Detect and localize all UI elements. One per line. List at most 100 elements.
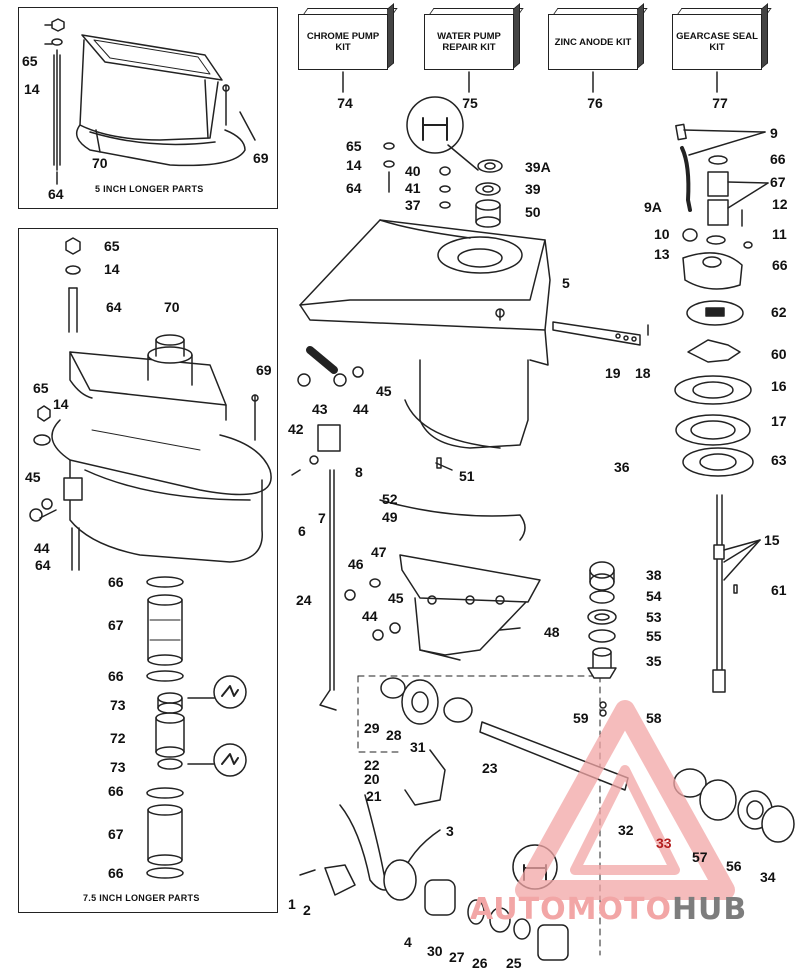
- callout-r13: 13: [654, 246, 670, 262]
- callout-r16: 16: [771, 378, 787, 394]
- callout-b69a: 69: [253, 150, 269, 166]
- callout-r11: 11: [772, 226, 787, 242]
- kit-number-76: 76: [587, 95, 603, 111]
- callout-c6: 6: [298, 523, 306, 539]
- callout-c31: 31: [410, 739, 426, 755]
- callout-c44: 44: [353, 401, 369, 417]
- callout-c45: 45: [376, 383, 392, 399]
- callout-c46: 46: [348, 556, 364, 572]
- callout-c64: 64: [346, 180, 362, 196]
- water-pump-leaders: [683, 129, 769, 581]
- inset-caption-7-5-inch: 7.5 INCH LONGER PARTS: [83, 893, 200, 903]
- water-pump-column: [674, 123, 754, 693]
- top-inset-exhaust-housing: [75, 34, 246, 167]
- callout-b44: 44: [34, 540, 50, 556]
- callout-b66c: 66: [108, 783, 124, 799]
- kit-label-chrome-pump: CHROME PUMP KIT: [298, 14, 388, 70]
- callout-b66d: 66: [108, 865, 124, 881]
- kit-box-chrome-pump: CHROME PUMP KIT: [298, 3, 398, 72]
- callout-r60: 60: [771, 346, 787, 362]
- callout-c26: 26: [472, 955, 488, 971]
- callout-c14: 14: [346, 157, 362, 173]
- callout-r55: 55: [646, 628, 662, 644]
- callout-r12: 12: [772, 196, 788, 212]
- kit-label-zinc-anode: ZINC ANODE KIT: [548, 14, 638, 70]
- callout-b70a: 70: [92, 155, 108, 171]
- callout-c36: 36: [614, 459, 630, 475]
- propeller-and-hub: [299, 794, 569, 961]
- callout-b67a: 67: [108, 617, 124, 633]
- kit-number-77: 77: [712, 95, 728, 111]
- kit-box-water-pump-repair: WATER PUMP REPAIR KIT: [424, 3, 524, 72]
- callout-c19: 19: [605, 365, 621, 381]
- callout-c20: 20: [364, 771, 380, 787]
- callout-c65: 65: [346, 138, 362, 154]
- callout-c1: 1: [288, 896, 296, 912]
- callout-r63: 63: [771, 452, 787, 468]
- kit-label-gearcase-seal: GEARCASE SEAL KIT: [672, 14, 762, 70]
- callout-c5: 5: [562, 275, 570, 291]
- callout-b65a: 65: [22, 53, 38, 69]
- callout-c39a: 39A: [525, 159, 551, 175]
- gears-and-shaft: [380, 677, 795, 843]
- callout-b65c: 65: [33, 380, 49, 396]
- callout-r66b: 66: [772, 257, 788, 273]
- kit-leader-lines: [342, 71, 718, 93]
- callout-b14a: 14: [24, 81, 40, 97]
- callout-c45b: 45: [388, 590, 404, 606]
- kit-number-74: 74: [337, 95, 353, 111]
- callout-r35: 35: [646, 653, 662, 669]
- callout-c25: 25: [506, 955, 522, 971]
- callout-c24: 24: [296, 592, 312, 608]
- callout-b64c: 64: [35, 557, 51, 573]
- callout-b70b: 70: [164, 299, 180, 315]
- callout-b64a: 64: [48, 186, 64, 202]
- callout-c58: 58: [646, 710, 662, 726]
- callout-c40: 40: [405, 163, 421, 179]
- top-inset-hardware: [44, 18, 256, 185]
- callout-b64b: 64: [106, 299, 122, 315]
- callout-c59: 59: [573, 710, 589, 726]
- kit-number-75: 75: [462, 95, 478, 111]
- inset-box-7-5-inch: [18, 228, 278, 913]
- callout-c43: 43: [312, 401, 328, 417]
- callout-c22: 22: [364, 757, 380, 773]
- callout-r9: 9: [770, 125, 778, 141]
- callout-c56: 56: [726, 858, 742, 874]
- callout-c27: 27: [449, 949, 465, 965]
- callout-c50: 50: [525, 204, 541, 220]
- bottom-inset-extension-tubes: [146, 576, 247, 879]
- callout-c52: 52: [382, 491, 398, 507]
- housing-fittings: [291, 321, 649, 711]
- callout-b14c: 14: [53, 396, 69, 412]
- callout-r62: 62: [771, 304, 787, 320]
- callout-r15: 15: [764, 532, 780, 548]
- callout-r9a: 9A: [644, 199, 662, 215]
- callout-c44b: 44: [362, 608, 378, 624]
- callout-b66b: 66: [108, 668, 124, 684]
- top-kit-parts: [383, 96, 503, 228]
- callout-b45: 45: [25, 469, 41, 485]
- callout-b72: 72: [110, 730, 126, 746]
- callout-b65b: 65: [104, 238, 120, 254]
- callout-c2: 2: [303, 902, 311, 918]
- callout-b73b: 73: [110, 759, 126, 775]
- kit-box-zinc-anode: ZINC ANODE KIT: [548, 3, 648, 72]
- callout-r10: 10: [654, 226, 670, 242]
- callout-c41: 41: [405, 180, 421, 196]
- callout-c23: 23: [482, 760, 498, 776]
- callout-c28: 28: [386, 727, 402, 743]
- callout-r53: 53: [646, 609, 662, 625]
- callout-c39: 39: [525, 181, 541, 197]
- callout-b69b: 69: [256, 362, 272, 378]
- callout-c7: 7: [318, 510, 326, 526]
- watermark-triangle: [515, 700, 735, 900]
- bottom-inset-adapter-hardware: [29, 237, 81, 571]
- callout-c57: 57: [692, 849, 708, 865]
- callout-c42: 42: [288, 421, 304, 437]
- callout-c18: 18: [635, 365, 651, 381]
- callout-c4: 4: [404, 934, 412, 950]
- callout-c30: 30: [427, 943, 443, 959]
- callout-c8: 8: [355, 464, 363, 480]
